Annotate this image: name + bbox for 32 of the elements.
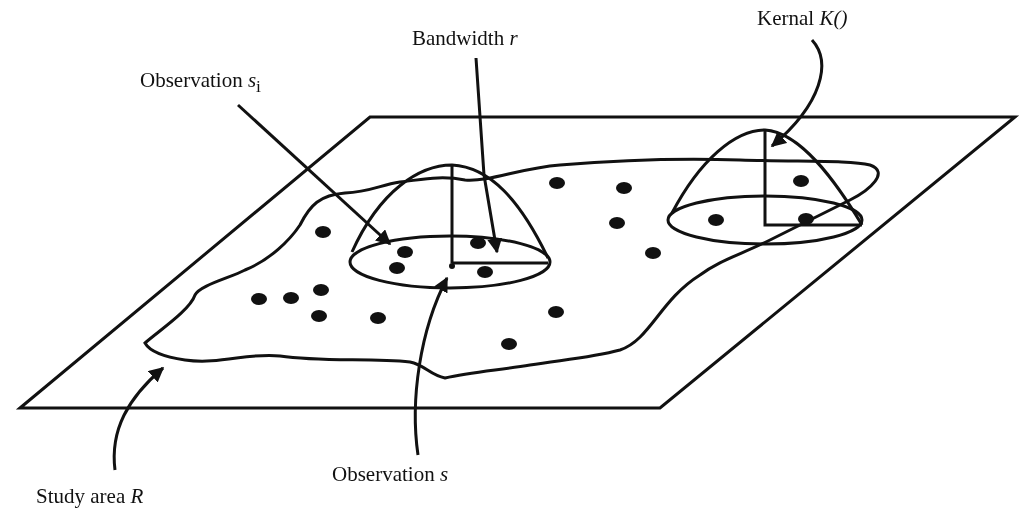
leader-arrow [413, 276, 449, 456]
observation-dot [609, 217, 625, 229]
observation-dot [549, 177, 565, 189]
leader-arrow [770, 39, 824, 148]
study-area-outline [143, 157, 880, 380]
observation-dot [311, 310, 327, 322]
observation-dot [645, 247, 661, 259]
observation-dot [315, 226, 331, 238]
callout-label: Bandwidth r [412, 26, 518, 50]
center-point [449, 263, 455, 269]
observation-dot [283, 292, 299, 304]
callout-label: Observation s [332, 462, 449, 486]
observation-dot [313, 284, 329, 296]
observation-dot [798, 213, 814, 225]
observation-dot [477, 266, 493, 278]
leader-arrow [237, 103, 392, 246]
observation-dot [708, 214, 724, 226]
observation-dot [548, 306, 564, 318]
observation-dot [397, 246, 413, 258]
callout-label: Observation s$_{i}$ [140, 68, 261, 99]
callout-label: Kernal K() [757, 6, 848, 30]
observation-dot [251, 293, 267, 305]
kernel-cone-drawing [666, 128, 864, 246]
observation-dot [616, 182, 632, 194]
observation-dot [501, 338, 517, 350]
leader-arrow [112, 366, 165, 471]
observation-dot [370, 312, 386, 324]
leader-arrow [474, 57, 503, 254]
observation-dot [389, 262, 405, 274]
observation-dot [470, 237, 486, 249]
observation-dot [793, 175, 809, 187]
callout-label: Study area R [36, 484, 144, 508]
